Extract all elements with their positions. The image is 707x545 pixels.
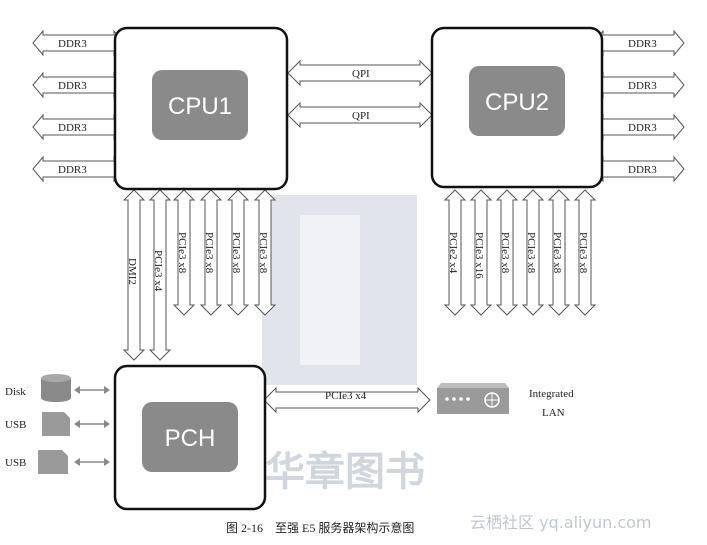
qpi-label: QPI — [352, 68, 370, 80]
pcie-slot: PCIe3 x8 — [495, 189, 519, 316]
dmi2-link: DMI2 — [122, 189, 146, 361]
usb-device: USB — [5, 450, 110, 474]
ddr-link: DDR3 — [32, 113, 125, 141]
watermark: HUA ZHANG 华章图书 云栖社区 yq.aliyun.com — [262, 195, 652, 532]
pch-devices: Disk USB USB — [5, 374, 110, 474]
disk-device: Disk — [5, 374, 110, 402]
pcie-slot: PCIe3 x8 — [573, 189, 597, 316]
ddr-link: DDR3 — [32, 29, 125, 57]
pcie-slot-label: PCIe3 x8 — [499, 232, 511, 274]
pch-pcie-link: PCIe3 x4 — [148, 189, 172, 361]
pch-lan-link: PCIe3 x4 — [263, 386, 431, 414]
pcie-slot: PCIe2 x4 — [443, 189, 467, 316]
pcie-slot: PCIe3 x8 — [521, 189, 545, 316]
qpi-label: QPI — [352, 110, 370, 122]
pcie-slot: PCIe3 x8 — [172, 189, 196, 316]
cpu2-memory-links: DDR3 DDR3 DDR3 DDR3 — [592, 29, 685, 183]
ddr-label: DDR3 — [58, 122, 87, 134]
cpu1-pch-links: DMI2 PCIe3 x4 — [122, 189, 172, 361]
ddr-label: DDR3 — [628, 164, 657, 176]
pcie-slot-label: PCIe3 x8 — [577, 232, 589, 274]
ddr-label: DDR3 — [628, 80, 657, 92]
ddr-label: DDR3 — [628, 38, 657, 50]
ddr-label: DDR3 — [628, 122, 657, 134]
pcie-slot-label: PCIe2 x4 — [447, 232, 459, 274]
cpu1-memory-links: DDR3 DDR3 DDR3 DDR3 — [32, 29, 125, 183]
pcie-slot: PCIe3 x8 — [547, 189, 571, 316]
pch-lan-label: PCIe3 x4 — [325, 390, 367, 402]
ddr-link: DDR3 — [592, 113, 685, 141]
pch: PCH — [113, 364, 267, 511]
cpu2-label: CPU2 — [485, 89, 549, 116]
cpu2-chip — [469, 66, 565, 136]
pcie-slot: PCIe3 x16 — [469, 189, 493, 316]
figure-caption: 图 2-16 至强 E5 服务器架构示意图 — [226, 520, 414, 535]
pch-chip — [142, 402, 238, 472]
cpu2-pcie-slots: PCIe2 x4 PCIe3 x16 PCIe3 x8 PCIe3 x8 PCI… — [443, 189, 597, 316]
pcie-slot-label: PCIe3 x8 — [176, 232, 188, 274]
lan-label-line1: Integrated — [529, 388, 574, 400]
pcie-slot-label: PCIe3 x8 — [203, 232, 215, 274]
ddr-link: DDR3 — [32, 155, 125, 183]
dmi2-label: DMI2 — [126, 258, 138, 285]
pcie-slot-label: PCIe3 x8 — [551, 232, 563, 274]
watermark-cjk: 华章图书 — [265, 449, 425, 495]
usb-device-icon — [38, 450, 68, 474]
disk-label: Disk — [5, 386, 26, 398]
usb-device: USB — [5, 412, 110, 436]
ddr-label: DDR3 — [58, 80, 87, 92]
lan-label-line2: LAN — [542, 407, 565, 419]
ddr-link: DDR3 — [592, 29, 685, 57]
pcie-slot-label: PCIe3 x16 — [473, 232, 485, 279]
pcie-slot: PCIe3 x8 — [226, 189, 250, 316]
watermark-corner: 云栖社区 yq.aliyun.com — [470, 513, 652, 532]
usb-label: USB — [5, 419, 26, 431]
pch-pcie-label: PCIe3 x4 — [152, 250, 164, 292]
usb-label: USB — [5, 457, 26, 469]
cpu2: CPU2 — [430, 26, 604, 189]
qpi-link: QPI — [287, 59, 433, 87]
disk-icon — [41, 374, 71, 402]
lan-device: Integrated LAN — [437, 383, 574, 419]
usb-device-icon — [42, 412, 70, 436]
pcie-slot-label: PCIe3 x8 — [230, 232, 242, 274]
cpu1-chip — [152, 70, 248, 140]
pcie-slot-label: PCIe3 x8 — [525, 232, 537, 274]
pch-label: PCH — [165, 425, 216, 452]
qpi-links: QPI QPI — [287, 59, 433, 129]
ddr-label: DDR3 — [58, 164, 87, 176]
ddr-link: DDR3 — [592, 71, 685, 99]
cpu1-label: CPU1 — [168, 93, 232, 120]
pcie-slot: PCIe3 x8 — [199, 189, 223, 316]
cpu1: CPU1 — [113, 26, 289, 191]
ddr-link: DDR3 — [32, 71, 125, 99]
ddr-label: DDR3 — [58, 38, 87, 50]
qpi-link: QPI — [287, 101, 433, 129]
ddr-link: DDR3 — [592, 155, 685, 183]
cpu1-pcie-slots: PCIe3 x8 PCIe3 x8 PCIe3 x8 PCIe3 x8 — [172, 189, 277, 316]
pcie-slot: PCIe3 x8 — [253, 189, 277, 316]
pcie-slot-label: PCIe3 x8 — [257, 232, 269, 274]
lan-device-icon — [437, 383, 509, 414]
